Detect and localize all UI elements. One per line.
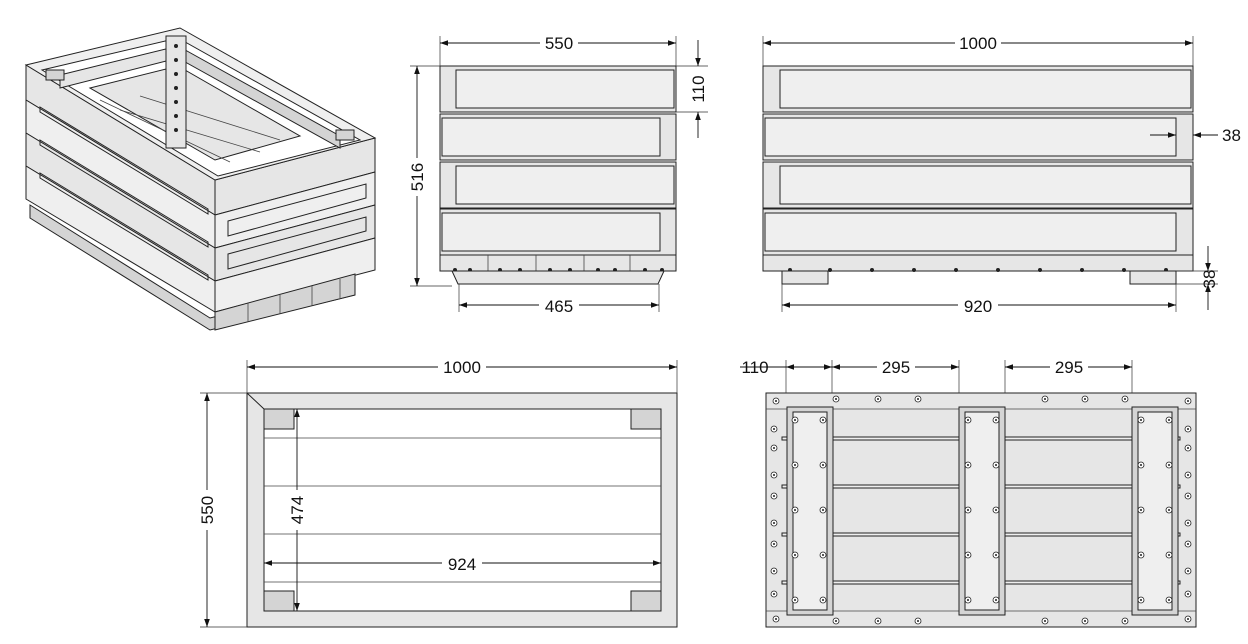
- isometric-view: [24, 27, 377, 331]
- post-holes: [174, 44, 178, 132]
- dim-inner-length: 924: [448, 555, 476, 574]
- dim-board-height: 110: [689, 75, 708, 102]
- bottom-view: 110 295 295: [740, 357, 1197, 628]
- dim-side-length: 1000: [959, 34, 997, 53]
- dim-top-length: 1000: [443, 358, 481, 377]
- front-view: 550 110 516 465: [408, 33, 708, 316]
- dim-feet-span-short: 465: [545, 297, 573, 316]
- dim-foot-height: 38: [1200, 270, 1219, 289]
- dim-bottom-gap-1: 295: [882, 358, 910, 377]
- dim-bottom-edge: 110: [741, 358, 768, 377]
- bottom-screws: [770, 395, 1192, 625]
- top-view: 1000 550 474 924: [198, 357, 678, 628]
- dim-foot-inset: 38: [1222, 126, 1241, 145]
- dim-front-width: 550: [545, 34, 573, 53]
- dim-top-width: 550: [198, 496, 217, 524]
- dim-total-height: 516: [408, 163, 427, 191]
- dim-feet-span-long: 920: [964, 297, 992, 316]
- dim-inner-width: 474: [288, 496, 307, 524]
- dim-bottom-gap-2: 295: [1055, 358, 1083, 377]
- side-view: 1000 38 38 920: [762, 33, 1241, 316]
